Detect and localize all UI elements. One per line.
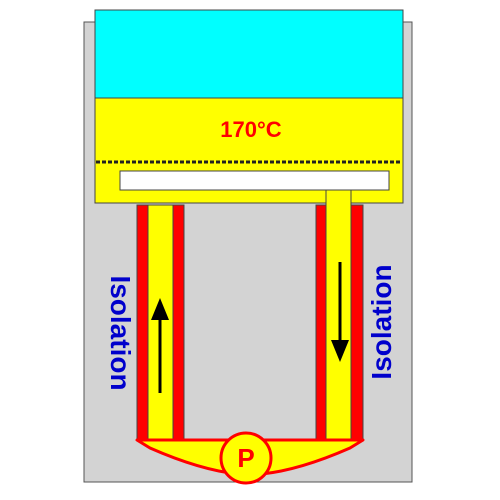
insulation-label-left: Isolation [105, 275, 136, 390]
upper-cold-layer [94, 9, 404, 99]
temperature-label: 170°C [220, 117, 282, 142]
up-flow-arrow-icon [151, 298, 169, 393]
pump-label: P [237, 443, 254, 473]
pump-circle [219, 431, 273, 485]
insulation-label-right: Isolation [366, 264, 397, 379]
heat-exchanger-plate [119, 170, 390, 191]
down-flow-arrow-icon [331, 262, 349, 362]
